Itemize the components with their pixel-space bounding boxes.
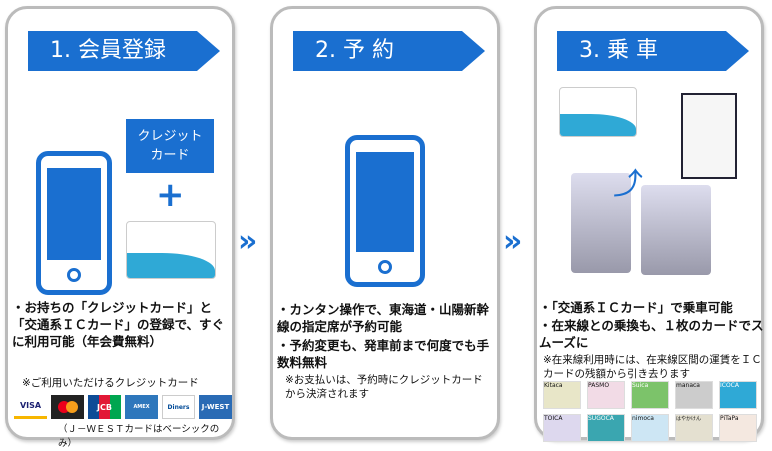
step-3-panel: 3. 乗 車 ⤴ ・「交通系ＩＣカード」で乗車可能 ・在来線との乗換も、１枚のカ…: [534, 6, 764, 442]
plus-icon: +: [156, 175, 185, 215]
ic-card-suica: Suica: [631, 381, 669, 409]
ic-card-icoca: ICOCA: [719, 381, 757, 409]
j-west-footnote: （Ｊ－ＷＥＳＴカードはベーシックのみ）: [58, 424, 220, 449]
ic-card-kitaca: Kitaca: [543, 381, 581, 409]
ic-card-pasmo: PASMO: [587, 381, 625, 409]
credit-card-label: クレジット カード: [126, 119, 214, 173]
ic-card-grid: Kitaca PASMO Suica manaca ICOCA TOICA SU…: [543, 381, 763, 442]
next-arrow-icon: »: [503, 224, 523, 259]
step-2-title: 2. 予 約: [293, 31, 485, 71]
ic-card-image: [559, 87, 637, 137]
boarding-bullet-2: ・在来線との乗換も、１枚のカードでスムーズに: [539, 318, 764, 350]
payment-note: ※お支払いは、予約時にクレジットカードから決済されます: [285, 374, 483, 400]
ic-card-manaca: manaca: [675, 381, 713, 409]
ic-card-hayakaken: はやかけん: [675, 414, 713, 442]
j-west-logo: J-WEST: [199, 395, 232, 419]
mastercard-logo: [51, 395, 84, 419]
reservation-bullet-2: ・予約変更も、発車前まで何度でも手数料無料: [277, 338, 490, 370]
credit-cards-heading: ※ご利用いただけるクレジットカード: [22, 377, 199, 389]
step-1-panel: 1. 会員登録 クレジット カード + ・お持ちの「クレジットカード」と「交通系…: [5, 6, 235, 449]
ic-card-sugoca: SUGOCA: [587, 414, 625, 442]
boarding-bullet-1: ・「交通系ＩＣカード」で乗車可能: [539, 300, 733, 315]
step-1-title: 1. 会員登録: [28, 31, 220, 71]
credit-card-logos: VISA JCB AMEX Diners J-WEST: [14, 395, 232, 419]
visa-logo: VISA: [14, 395, 47, 419]
next-arrow-icon: »: [238, 224, 258, 259]
fare-note: ※在来線利用時には、在来線区間の運賃をＩＣカードの残額から引き去ります: [543, 354, 762, 380]
step-3-title: 3. 乗 車: [557, 31, 749, 71]
ic-card-pitapa: PiTaPa: [719, 414, 757, 442]
ic-card-nimoca: nimoca: [631, 414, 669, 442]
ticket-image: [681, 93, 737, 179]
ic-card-image: [126, 221, 216, 279]
smartphone-icon: [36, 151, 112, 295]
step-2-panel: 2. 予 約 ・カンタン操作で、東海道・山陽新幹線の指定席が予約可能 ・予約変更…: [270, 6, 500, 440]
amex-logo: AMEX: [125, 395, 158, 419]
jcb-logo: JCB: [88, 395, 121, 419]
step-1-description: ・お持ちの「クレジットカード」と「交通系ＩＣカード」の登録で、すぐに利用可能（年…: [12, 300, 225, 349]
diners-club-logo: Diners: [162, 395, 195, 419]
tap-arrow-icon: ⤴: [613, 167, 643, 202]
reservation-bullet-1: ・カンタン操作で、東海道・山陽新幹線の指定席が予約可能: [277, 302, 490, 334]
smartphone-icon: [345, 135, 425, 287]
ic-card-toica: TOICA: [543, 414, 581, 442]
ticket-gate-image: [571, 173, 631, 273]
